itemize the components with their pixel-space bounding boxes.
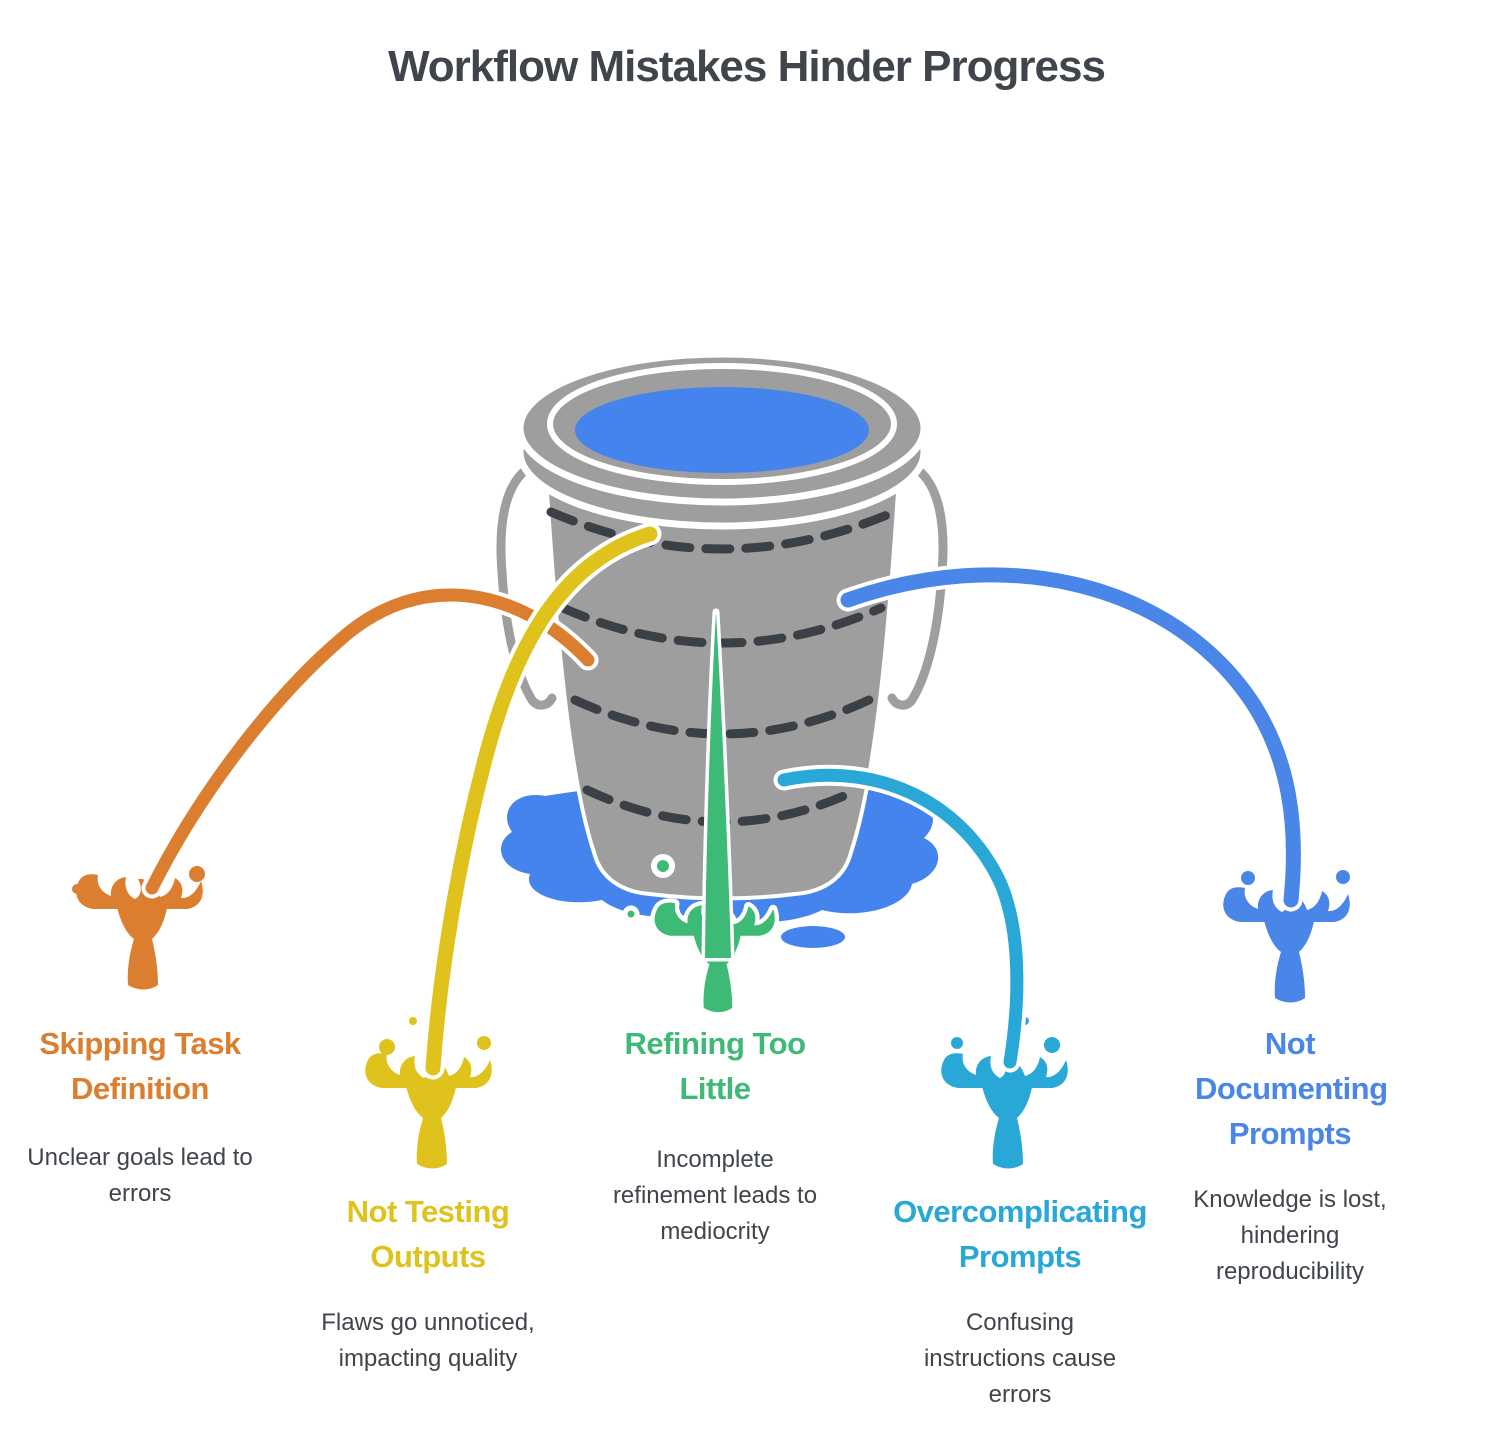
stream-cyan bbox=[773, 764, 1028, 1073]
splash-blue bbox=[1223, 870, 1350, 1003]
mistake-description: Knowledge is lost, hindering reproducibi… bbox=[1193, 1186, 1387, 1285]
mistake-heading: Refining Too Little bbox=[624, 1026, 806, 1106]
bucket-handle-left bbox=[491, 455, 561, 714]
mistake-label-refining-too-little: Refining Too Little Incomplete refinemen… bbox=[610, 1022, 820, 1245]
page-title: Workflow Mistakes Hinder Progress bbox=[388, 42, 1106, 91]
mistake-label-skipping-task-definition: Skipping Task Definition Unclear goals l… bbox=[25, 1022, 255, 1207]
mistake-label-not-documenting-prompts: Not Documenting Prompts Knowledge is los… bbox=[1193, 1022, 1388, 1285]
stream-yellow bbox=[421, 522, 662, 1080]
bucket-water bbox=[575, 387, 869, 473]
mistake-label-not-testing-outputs: Not Testing Outputs Flaws go unnoticed, … bbox=[321, 1190, 534, 1372]
stream-blue bbox=[836, 563, 1305, 912]
bucket-rim bbox=[516, 350, 928, 530]
mistake-heading: Not Testing Outputs bbox=[346, 1194, 510, 1274]
mistake-heading: Not Documenting Prompts bbox=[1195, 1026, 1388, 1151]
mistake-description: Confusing instructions cause errors bbox=[923, 1309, 1117, 1408]
mistake-description: Flaws go unnoticed, impacting quality bbox=[321, 1309, 535, 1372]
mistake-label-overcomplicating-prompts: Overcomplicating Prompts Confusing instr… bbox=[870, 1190, 1170, 1408]
mistake-heading: Overcomplicating Prompts bbox=[893, 1194, 1147, 1274]
bucket-handle-right bbox=[883, 455, 953, 714]
stream-orange bbox=[141, 584, 599, 899]
mistake-description: Incomplete refinement leads to mediocrit… bbox=[612, 1146, 818, 1245]
leak-drip-dot bbox=[622, 905, 640, 923]
stream-green bbox=[701, 608, 735, 962]
splash-cyan bbox=[941, 1017, 1068, 1169]
splash-orange bbox=[72, 866, 205, 990]
mistake-description: Unclear goals lead to errors bbox=[27, 1144, 253, 1207]
mistake-heading: Skipping Task Definition bbox=[39, 1026, 241, 1106]
leak-hole-dot bbox=[651, 854, 675, 878]
splash-yellow bbox=[365, 1017, 492, 1169]
